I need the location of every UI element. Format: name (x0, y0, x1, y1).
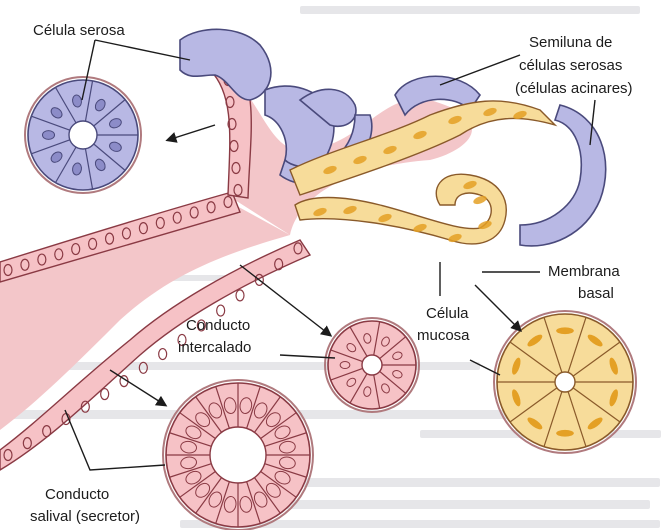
mucous-granule (556, 430, 574, 437)
intercalated-duct-cross-section (325, 318, 419, 412)
label-celula-serosa: Célula serosa (33, 22, 125, 39)
cell-nucleus (236, 290, 244, 301)
label-celula-mucosa-2: mucosa (417, 327, 470, 344)
label-salival-2: salival (secretor) (30, 508, 140, 525)
label-semiluna-3: (células acinares) (515, 80, 633, 97)
lumen (210, 427, 266, 483)
label-celula-mucosa-1: Célula (426, 305, 469, 322)
cell-nucleus (42, 131, 54, 140)
cell-nucleus (159, 349, 167, 360)
lumen (362, 355, 382, 375)
arrow-to-intercalated-xs (240, 265, 330, 335)
cell-nucleus (217, 305, 225, 316)
leader-semiluna-1 (440, 55, 520, 85)
label-membrana-2: basal (578, 285, 614, 302)
arrow-to-striated-xs (110, 370, 165, 405)
arrow-to-mucous-xs (475, 285, 520, 330)
label-membrana-1: Membrana (548, 263, 620, 280)
mucous-acinus-cross-section (494, 311, 636, 453)
mucous-granule (556, 327, 574, 334)
lumen (69, 121, 97, 149)
salivary-duct-cross-section (163, 380, 313, 530)
label-semiluna-2: células serosas (519, 57, 622, 74)
label-semiluna-1: Semiluna de (529, 34, 612, 51)
leader-celula-serosa-2 (95, 40, 190, 60)
label-salival-1: Conducto (45, 486, 109, 503)
label-intercalado-1: Conducto (186, 317, 250, 334)
cell-nucleus (101, 389, 109, 400)
label-intercalado-2: intercalado (178, 339, 251, 356)
arrow-to-serous-xs (168, 125, 215, 140)
lumen (555, 372, 575, 392)
